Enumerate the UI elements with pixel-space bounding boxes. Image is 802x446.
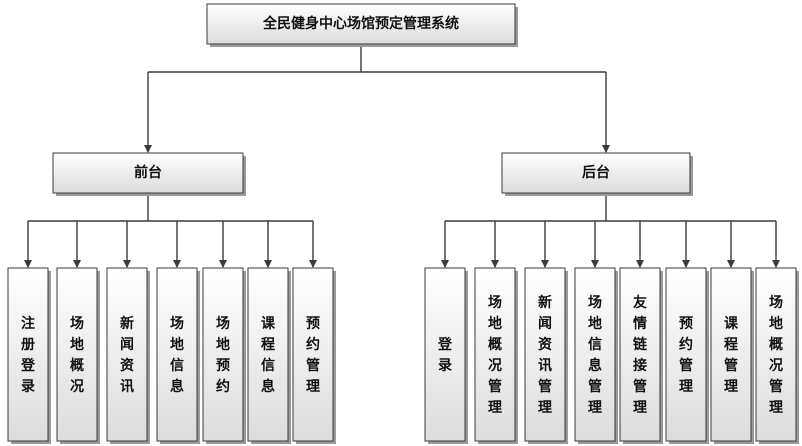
root-node-box xyxy=(206,3,516,45)
child-node-0-0: 注册登录 xyxy=(7,267,51,444)
child-node-1-3-box xyxy=(574,267,616,442)
child-label: 友情链接管理 xyxy=(633,294,648,416)
connector-lines xyxy=(24,44,780,268)
child-node-0-3: 场地信息 xyxy=(156,267,200,444)
child-label: 场地预约 xyxy=(216,316,230,395)
child-label: 预约管理 xyxy=(679,316,693,395)
root-label: 全民健身中心场馆预定管理系统 xyxy=(262,15,459,32)
branch-node-backend-box xyxy=(501,152,691,194)
child-node-1-4-box xyxy=(619,267,661,442)
child-node-0-6-box xyxy=(292,267,334,442)
child-node-1-5-box xyxy=(665,267,707,442)
child-node-0-1: 场地概况 xyxy=(56,267,100,444)
child-node-0-4-box xyxy=(202,267,244,442)
child-node-1-4: 友情链接管理 xyxy=(619,267,663,444)
child-node-1-3: 场地信息管理 xyxy=(574,267,618,444)
child-label: 新闻资讯管理 xyxy=(538,294,552,416)
child-label: 登录 xyxy=(437,336,453,374)
child-label: 场地概况管理 xyxy=(769,295,783,416)
branch-node-frontend: 前台 xyxy=(52,152,246,196)
child-node-0-1-box xyxy=(56,267,98,442)
child-node-1-7: 场地概况管理 xyxy=(755,267,799,444)
child-node-1-6: 课程管理 xyxy=(710,267,754,444)
child-label: 场地概况管理 xyxy=(488,295,502,416)
root-node: 全民健身中心场馆预定管理系统 xyxy=(206,3,518,47)
child-label: 课程信息 xyxy=(261,316,276,395)
child-node-0-4: 场地预约 xyxy=(202,267,246,444)
child-node-1-0-box xyxy=(424,267,466,442)
child-node-1-1: 场地概况管理 xyxy=(474,267,518,444)
child-node-0-0-box xyxy=(7,267,49,442)
child-label: 预约管理 xyxy=(306,316,320,395)
child-node-0-2-box xyxy=(106,267,148,442)
child-node-1-1-box xyxy=(474,267,516,442)
child-label: 课程管理 xyxy=(724,316,739,395)
child-node-0-5-box xyxy=(247,267,289,442)
child-node-1-0: 登录 xyxy=(424,267,468,444)
child-label: 注册登录 xyxy=(20,315,36,395)
child-node-0-3-box xyxy=(156,267,198,442)
child-node-0-6: 预约管理 xyxy=(292,267,336,444)
child-label: 场地概况 xyxy=(70,316,84,395)
child-node-0-2: 新闻资讯 xyxy=(106,267,150,444)
child-node-1-2-box xyxy=(524,267,566,442)
child-label: 场地信息 xyxy=(170,316,184,395)
branch-label: 前台 xyxy=(134,164,162,181)
branch-label: 后台 xyxy=(582,164,610,181)
child-label: 场地信息管理 xyxy=(588,295,602,416)
child-label: 新闻资讯 xyxy=(120,315,134,395)
branch-node-backend: 后台 xyxy=(501,152,693,196)
branch-node-frontend-box xyxy=(52,152,244,194)
child-node-0-5: 课程信息 xyxy=(247,267,291,444)
child-node-1-7-box xyxy=(755,267,797,442)
child-node-1-6-box xyxy=(710,267,752,442)
child-node-1-2: 新闻资讯管理 xyxy=(524,267,568,444)
child-node-1-5: 预约管理 xyxy=(665,267,709,444)
